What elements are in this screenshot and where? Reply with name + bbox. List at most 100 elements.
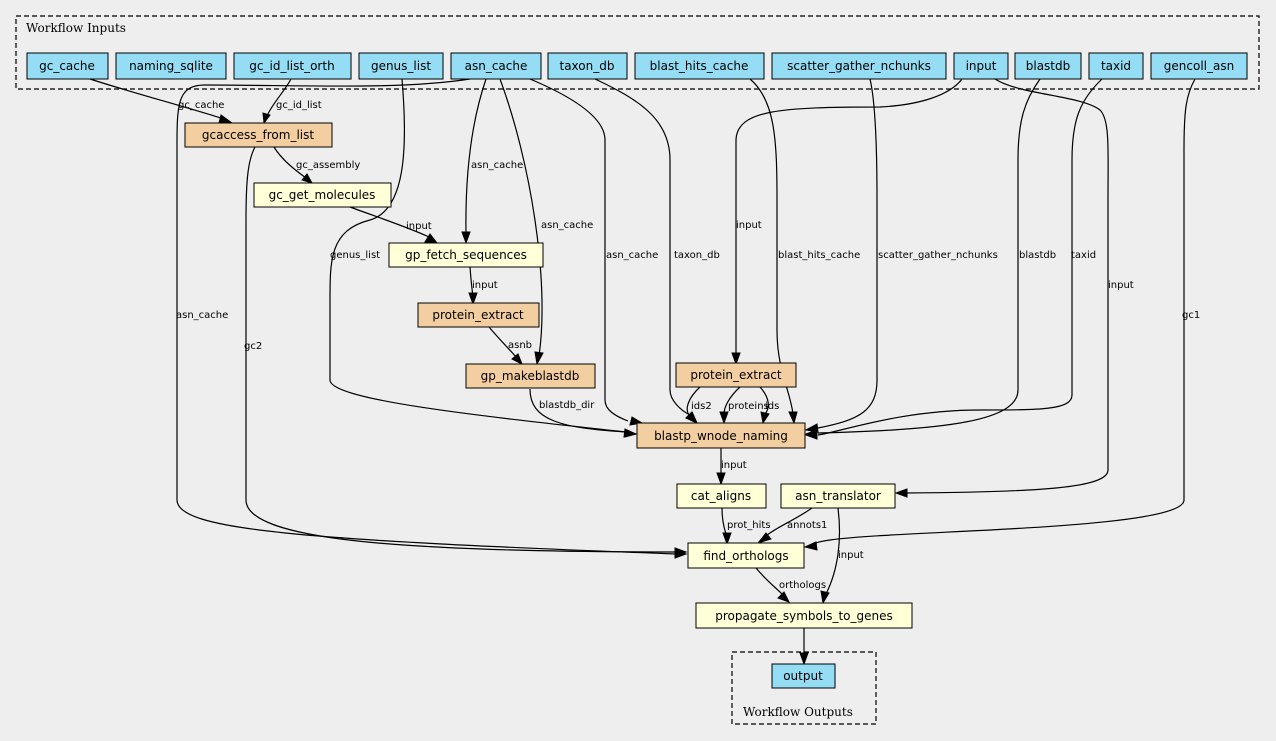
edge-gc-cache — [89, 78, 225, 120]
svg-text:blastdb: blastdb — [1026, 59, 1071, 73]
node-gcaccess-from-list[interactable]: gcaccess_from_list — [184, 122, 333, 148]
step-nodes: gcaccess_from_list gc_get_molecules gp_f… — [184, 122, 913, 629]
edge-prot-hits — [721, 507, 727, 535]
edge-label-ids2: ids2 — [691, 401, 712, 412]
svg-text:protein_extract: protein_extract — [690, 368, 782, 382]
node-genus-list[interactable]: genus_list — [358, 52, 444, 80]
edge-label-orthologs: orthologs — [779, 580, 826, 591]
edge-label-proteins: proteins — [728, 401, 769, 412]
edge-label-taxid: taxid — [1071, 250, 1096, 261]
edge-input-protein-extract — [735, 78, 963, 354]
edge-annots1 — [765, 507, 813, 537]
node-gp-makeblastdb[interactable]: gp_makeblastdb — [465, 363, 596, 389]
node-propagate-symbols-to-genes[interactable]: propagate_symbols_to_genes — [695, 602, 913, 629]
svg-text:gencoll_asn: gencoll_asn — [1164, 59, 1234, 73]
edge-label-gc-assembly: gc_assembly — [296, 160, 360, 171]
node-gc-cache[interactable]: gc_cache — [26, 52, 109, 80]
edge-label-ids: ids — [765, 401, 779, 412]
svg-text:asn_translator: asn_translator — [795, 489, 881, 503]
node-protein-extract-2[interactable]: protein_extract — [675, 362, 797, 388]
svg-text:gp_makeblastdb: gp_makeblastdb — [481, 369, 580, 383]
edge-genus-list — [329, 78, 627, 433]
svg-text:output: output — [783, 669, 823, 683]
edge-ids2 — [686, 386, 701, 417]
svg-text:gc_id_list_orth: gc_id_list_orth — [249, 59, 334, 73]
edge-blastdb — [817, 78, 1041, 434]
edge-label-gc-cache: gc_cache — [178, 100, 224, 111]
edge-label-genus-list: genus_list — [330, 250, 380, 261]
edge-label-gc1: gc1 — [1182, 310, 1200, 321]
svg-text:asn_cache: asn_cache — [465, 59, 528, 73]
node-scatter-gather-nchunks[interactable]: scatter_gather_nchunks — [771, 52, 947, 80]
edge-label-input-translator: input — [1108, 280, 1134, 291]
node-protein-extract-1[interactable]: protein_extract — [417, 302, 540, 328]
edge-scatter-gather — [817, 78, 878, 429]
svg-text:scatter_gather_nchunks: scatter_gather_nchunks — [787, 59, 931, 73]
edge-label-prot-hits: prot_hits — [727, 520, 771, 531]
svg-text:taxon_db: taxon_db — [560, 59, 615, 73]
edge-input-translator — [905, 78, 1109, 494]
node-asn-cache[interactable]: asn_cache — [450, 52, 542, 80]
svg-text:gcaccess_from_list: gcaccess_from_list — [202, 128, 314, 142]
edge-asn-cache-blastp — [529, 78, 629, 422]
svg-text:gp_fetch_sequences: gp_fetch_sequences — [405, 248, 527, 262]
edge-label-input-propagate: input — [838, 550, 864, 561]
edge-taxid — [817, 78, 1103, 436]
svg-text:genus_list: genus_list — [371, 59, 431, 73]
edge-orthologs — [755, 567, 783, 595]
node-gc-get-molecules[interactable]: gc_get_molecules — [253, 182, 392, 208]
node-taxid[interactable]: taxid — [1088, 52, 1144, 80]
edge-label-scatter-gather: scatter_gather_nchunks — [878, 250, 998, 261]
node-taxon-db[interactable]: taxon_db — [547, 52, 628, 80]
svg-text:gc_cache: gc_cache — [39, 59, 95, 73]
edge-input-propagate — [825, 507, 841, 595]
edge-gc1 — [812, 78, 1196, 547]
edge-label-taxon-db: taxon_db — [674, 250, 720, 261]
node-gencoll-asn[interactable]: gencoll_asn — [1150, 52, 1248, 80]
edge-blast-hits-cache — [749, 78, 794, 415]
svg-text:taxid: taxid — [1101, 59, 1131, 73]
edge-asn-cache-makeblastdb — [499, 78, 543, 357]
node-gc-id-list-orth[interactable]: gc_id_list_orth — [233, 52, 352, 80]
edge-label-blastdb: blastdb — [1019, 250, 1056, 261]
node-blastdb[interactable]: blastdb — [1014, 52, 1082, 80]
node-cat-aligns[interactable]: cat_aligns — [676, 483, 767, 509]
node-blastp-wnode-naming[interactable]: blastp_wnode_naming — [636, 422, 806, 449]
input-nodes: gc_cache naming_sqlite gc_id_list_orth g… — [26, 52, 1248, 80]
edge-asn-cache-fetch — [465, 78, 487, 235]
svg-text:propagate_symbols_to_genes: propagate_symbols_to_genes — [715, 609, 893, 623]
node-gp-fetch-sequences[interactable]: gp_fetch_sequences — [388, 242, 544, 268]
node-naming-sqlite[interactable]: naming_sqlite — [115, 52, 227, 80]
edge-label-asn-cache-orth: asn_cache — [176, 310, 228, 321]
workflow-outputs-title: Workflow Outputs — [743, 705, 853, 719]
svg-text:cat_aligns: cat_aligns — [691, 489, 751, 503]
edge-ids — [759, 386, 769, 415]
node-output[interactable]: output — [771, 663, 836, 689]
node-input[interactable]: input — [953, 52, 1009, 80]
edge-gc2 — [245, 146, 677, 553]
edge-asn-cache-orth — [176, 78, 677, 555]
edges: gc_cache gc_id_list gc_assembly input as… — [89, 78, 1200, 666]
edge-label-input-protein-extract: input — [736, 220, 762, 231]
edge-input-fetch — [349, 206, 430, 238]
node-blast-hits-cache[interactable]: blast_hits_cache — [634, 52, 765, 80]
svg-text:gc_get_molecules: gc_get_molecules — [269, 188, 376, 202]
edge-label-blast-hits-cache: blast_hits_cache — [778, 250, 860, 261]
edge-label-input-cat: input — [721, 460, 747, 471]
edge-label-gc-id-list: gc_id_list — [276, 100, 322, 111]
edge-label-asn-cache-blastp: asn_cache — [606, 250, 658, 261]
edge-label-annots1: annots1 — [787, 520, 827, 531]
edge-gc-id-list — [266, 78, 292, 117]
node-find-orthologs[interactable]: find_orthologs — [687, 542, 805, 569]
svg-text:blast_hits_cache: blast_hits_cache — [650, 59, 749, 73]
node-asn-translator[interactable]: asn_translator — [780, 483, 896, 509]
svg-text:input: input — [966, 59, 997, 73]
svg-text:find_orthologs: find_orthologs — [703, 549, 788, 563]
edge-label-asn-cache-makeblastdb: asn_cache — [541, 220, 593, 231]
edge-label-asn-cache-fetch: asn_cache — [471, 160, 523, 171]
edge-label-input-extract: input — [472, 280, 498, 291]
edge-blastdb-dir — [529, 388, 627, 433]
edge-label-asnb: asnb — [508, 340, 532, 351]
edge-gc-assembly — [273, 146, 307, 179]
